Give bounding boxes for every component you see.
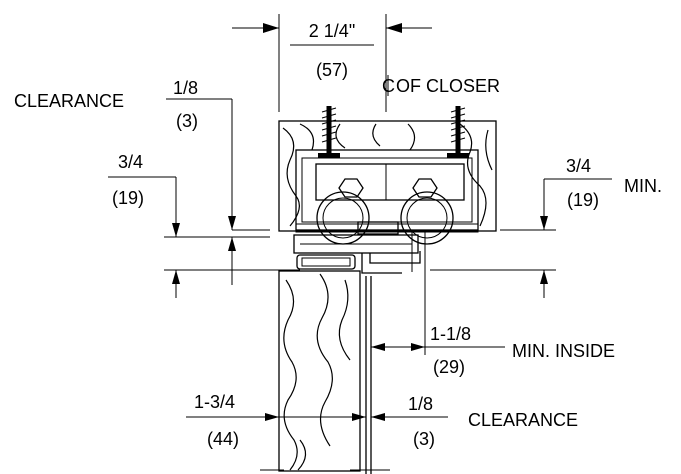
- header-wood-section: [278, 120, 497, 232]
- top-clearance-label: CLEARANCE: [14, 91, 124, 111]
- door-thickness-mm: (44): [207, 429, 239, 449]
- inside-dimension: 1-1/8 (29) MIN. INSIDE: [371, 272, 615, 377]
- bottom-clearance-label: CLEARANCE: [468, 410, 578, 430]
- bottom-clearance-fraction: 1/8: [408, 394, 433, 414]
- right-min-label: MIN.: [624, 176, 662, 196]
- top-width-dimension: 2 1/4" (57): [232, 14, 432, 112]
- top-clearance-dimension: CLEARANCE 1/8 (3): [14, 78, 236, 285]
- left-screw: [318, 106, 340, 158]
- bottom-dimensions: 1-3/4 (44) 1/8 (3) CLEARANCE: [186, 392, 578, 449]
- inside-min-label: MIN. INSIDE: [512, 341, 615, 361]
- top-clearance-mm: (3): [176, 111, 198, 131]
- right-depth-dimension: 3/4 (19) MIN.: [540, 156, 662, 298]
- top-width-label: 2 1/4": [309, 21, 355, 41]
- top-clearance-fraction: 1/8: [173, 78, 198, 98]
- door-thickness-label: 1-3/4: [194, 392, 235, 412]
- reference-lines: [164, 229, 556, 471]
- centerline-label: C OF CLOSER: [382, 75, 500, 96]
- inside-mm: (29): [433, 357, 465, 377]
- right-screw: [447, 106, 469, 158]
- bottom-clearance-mm: (3): [413, 429, 435, 449]
- right-depth-mm: (19): [567, 190, 599, 210]
- left-depth-mm: (19): [112, 188, 144, 208]
- door-section: [278, 270, 372, 474]
- closer-body: [295, 149, 479, 245]
- centerline-text: OF CLOSER: [396, 76, 500, 96]
- left-nut-icon: [338, 178, 364, 198]
- closer-arm-track: [293, 221, 426, 274]
- inside-label: 1-1/8: [430, 324, 471, 344]
- left-depth-label: 3/4: [118, 152, 143, 172]
- right-nut-icon: [412, 178, 438, 198]
- right-depth-label: 3/4: [566, 156, 591, 176]
- left-depth-dimension: 3/4 (19): [108, 152, 180, 298]
- top-width-mm-label: (57): [316, 60, 348, 80]
- right-roller: [400, 191, 454, 245]
